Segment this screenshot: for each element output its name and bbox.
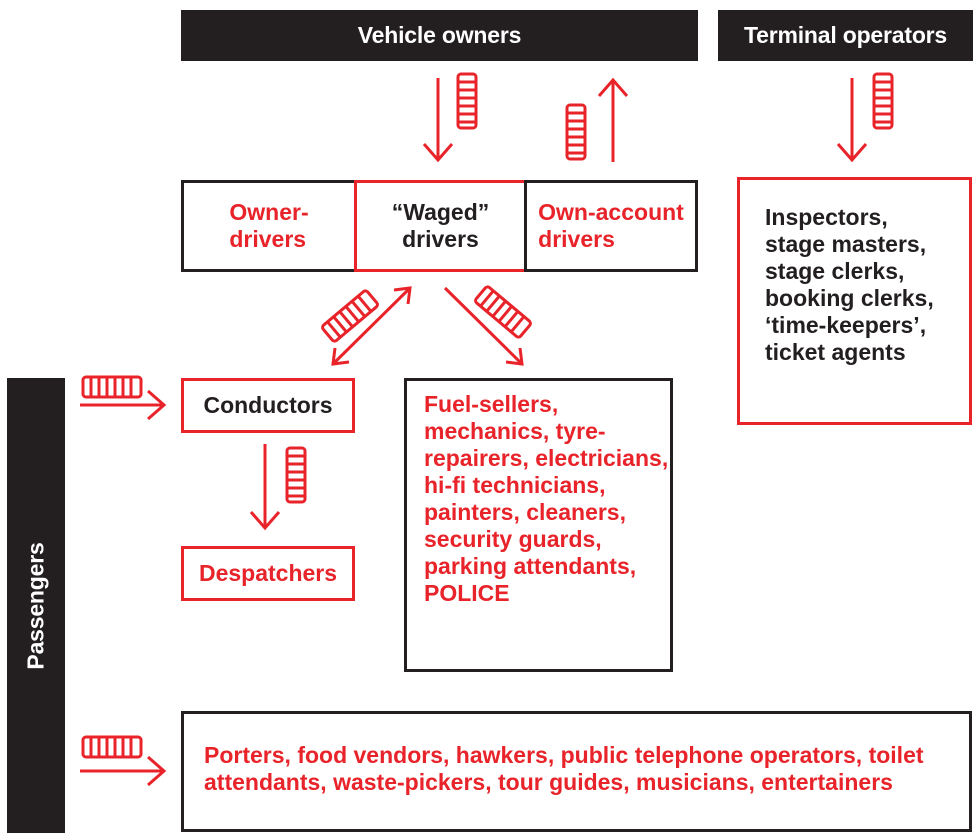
service-providers-box: Fuel-sellers, mechanics, tyre- repairers… [404, 378, 673, 672]
arrow-passengers-to-services [80, 755, 167, 787]
vehicle-owners-banner: Vehicle owners [181, 10, 698, 61]
arrow-conductors-to-despatchers [249, 444, 281, 531]
vehicle-owners-label: Vehicle owners [357, 22, 522, 48]
terminal-staff-box: Inspectors, stage masters, stage clerks,… [737, 177, 972, 425]
terminal-staff-label: Inspectors, stage masters, stage clerks,… [765, 204, 934, 365]
own-account-drivers-box: Own-account drivers [524, 180, 698, 272]
waged-drivers-box: “Waged” drivers [354, 180, 527, 272]
waged-drivers-label: “Waged” drivers [391, 199, 490, 252]
arrow-drivers-to-services [443, 286, 524, 366]
passenger-services-box: Porters, food vendors, hawkers, public t… [181, 711, 972, 832]
passengers-label: Passengers [22, 541, 49, 670]
coin-stack-icon [81, 735, 143, 759]
coin-stack-icon [565, 103, 587, 161]
coin-stack-icon [319, 288, 381, 344]
coin-stack-icon [472, 284, 534, 340]
owner-drivers-box: Owner- drivers [181, 180, 357, 272]
passengers-banner: Passengers [7, 378, 65, 833]
owner-drivers-label: Owner- drivers [229, 199, 309, 252]
coin-stack-icon [285, 446, 307, 504]
conductors-label: Conductors [203, 392, 333, 418]
arrow-terminal-operators-to-staff [836, 78, 868, 163]
despatchers-label: Despatchers [198, 560, 338, 586]
conductors-box: Conductors [181, 378, 355, 433]
own-account-drivers-label: Own-account drivers [538, 199, 684, 252]
terminal-operators-banner: Terminal operators [718, 10, 973, 61]
coin-stack-icon [81, 375, 143, 399]
coin-stack-icon [456, 72, 478, 130]
terminal-operators-label: Terminal operators [743, 22, 948, 48]
passenger-services-label: Porters, food vendors, hawkers, public t… [204, 742, 924, 795]
despatchers-box: Despatchers [181, 546, 355, 601]
service-providers-label: Fuel-sellers, mechanics, tyre- repairers… [424, 391, 669, 606]
coin-stack-icon [872, 72, 894, 130]
arrow-drivers-conductors [331, 286, 412, 366]
arrow-drivers-to-owners [597, 77, 629, 162]
arrow-owners-to-drivers [422, 78, 454, 163]
arrow-passengers-to-conductors [80, 389, 167, 421]
